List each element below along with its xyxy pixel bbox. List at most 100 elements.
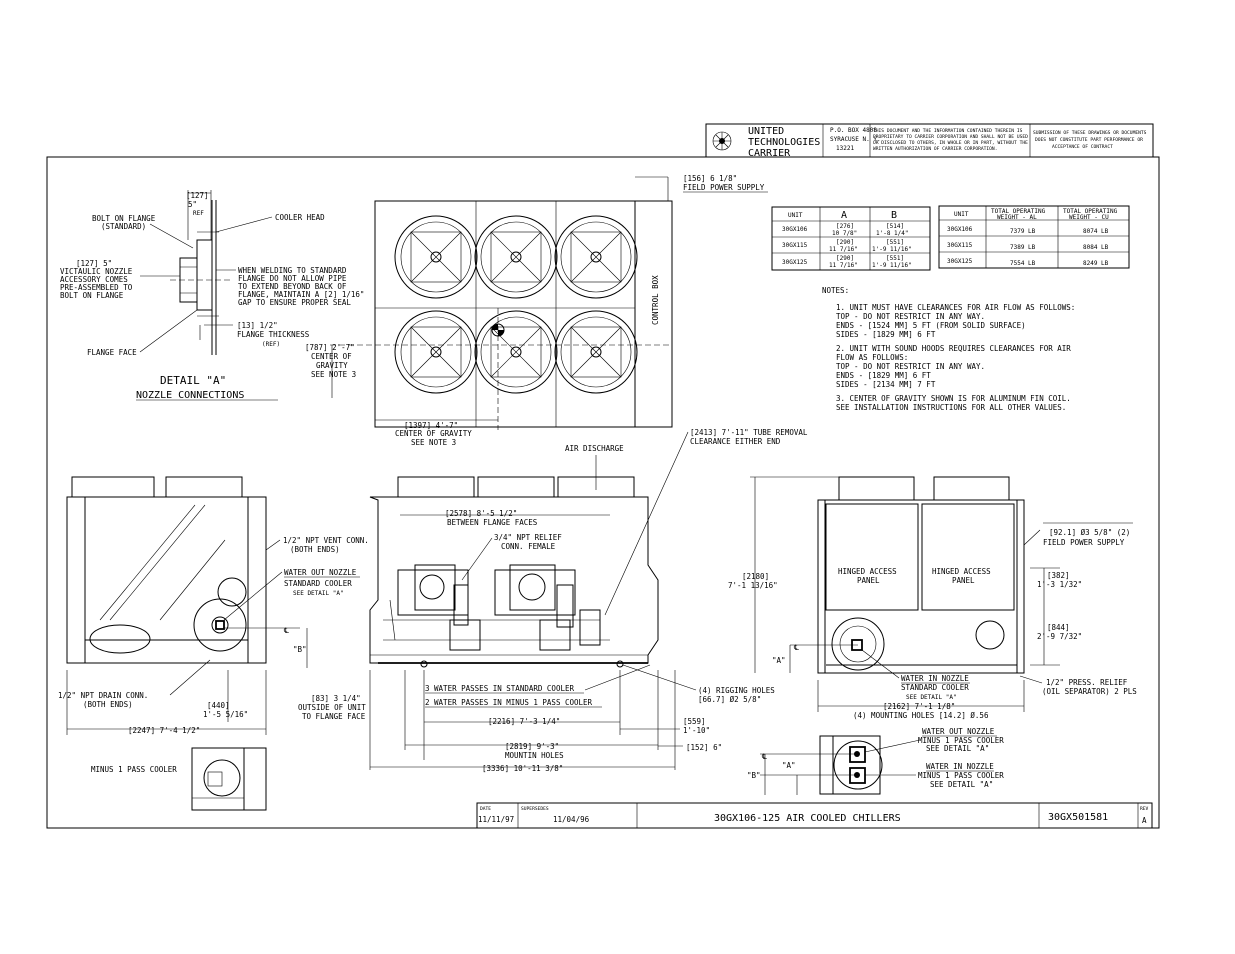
minus1-in-line-1: WATER IN NOZZLE (926, 762, 994, 771)
weight-row3-unit: 30GX125 (947, 258, 973, 265)
top-view: CONTROL BOX [156] 6 1/8" FIELD POWER SUP… (305, 174, 768, 447)
condenser-fan-6 (554, 310, 638, 394)
notes: NOTES: 1. UNIT MUST HAVE CLEARANCES FOR … (822, 286, 1075, 412)
notice-line-3: OR DISCLOSED TO OTHERS, IN WHOLE OR IN P… (873, 140, 1028, 146)
dims-row1-b-mm: [514] (886, 223, 904, 230)
note-line-6: FLOW AS FOLLOWS: (836, 353, 908, 362)
vent-conn-label: 1/2" NPT VENT CONN. (283, 536, 369, 545)
dims-row3-a-mm: [290] (836, 255, 854, 262)
bolt-flange-label: BOLT ON FLANGE (92, 214, 156, 223)
mountin-label: MOUNTIN HOLES (505, 751, 564, 760)
note-line-9: SIDES - [2134 MM] 7 FT (836, 380, 936, 389)
dims-header-unit: UNIT (788, 212, 803, 219)
two-pass-label: 2 WATER PASSES IN MINUS 1 PASS COOLER (425, 698, 593, 707)
compressor-1 (389, 564, 481, 651)
right-end-view: HINGED ACCESS PANEL HINGED ACCESS PANEL … (728, 476, 1137, 720)
outside-dim: [83] 3 1/4" (311, 694, 361, 703)
d844-in: 2'-9 7/32" (1037, 632, 1082, 641)
title-block: UNITED TECHNOLOGIES CARRIER P.O. BOX 480… (705, 123, 1154, 159)
compressor-2 (494, 564, 601, 651)
company-line-2: TECHNOLOGIES (748, 137, 820, 148)
welding-line-4: FLANGE, MAINTAIN A [2] 1/16" (238, 290, 364, 299)
top-field-power-label: FIELD POWER SUPPLY (683, 183, 765, 192)
top-field-power-dim: [156] 6 1/8" (683, 174, 737, 183)
notice-line-4: WRITTEN AUTHORIZATION OF CARRIER CORPORA… (873, 146, 997, 152)
note-line-3: ENDS - [1524 MM] 5 FT (FROM SOLID SURFAC… (836, 321, 1026, 330)
note-line-10: 3. CENTER OF GRAVITY SHOWN IS FOR ALUMIN… (836, 394, 1071, 403)
control-box-label: CONTROL BOX (651, 275, 660, 325)
vent-conn-ends: (BOTH ENDS) (290, 545, 340, 554)
flange-thk-label: FLANGE THICKNESS (237, 330, 310, 339)
note-line-4: SIDES - [1829 MM] 6 FT (836, 330, 936, 339)
minus1-out-line-3: SEE DETAIL "A" (926, 744, 989, 753)
weight-row1-al: 7379 LB (1010, 228, 1036, 235)
press-relief-sep: (OIL SEPARATOR) 2 PLS (1042, 687, 1137, 696)
drain-conn-label: 1/2" NPT DRAIN CONN. (58, 691, 148, 700)
three-pass-label: 3 WATER PASSES IN STANDARD COOLER (425, 684, 574, 693)
cg-side-line-2: CENTER OF (311, 352, 352, 361)
dims-row3-b-in: 1'-9 11/16" (872, 262, 912, 269)
cl-mark-right: ℄ (793, 643, 800, 652)
weight-row2-al: 7389 LB (1010, 244, 1036, 251)
rigging-holes-label: (4) RIGGING HOLES (698, 686, 775, 695)
d382-in: 1'-3 1/32" (1037, 580, 1082, 589)
water-in-label: WATER IN NOZZLE (901, 674, 969, 683)
detail-title: DETAIL "A" (160, 374, 226, 387)
drain-conn-ends: (BOTH ENDS) (83, 700, 133, 709)
cg-side-dim: [787] 2'-7" (305, 343, 355, 352)
footer-rev: A (1142, 816, 1147, 825)
d152-label: [152] 6" (686, 743, 722, 752)
victaulic-line-2: VICTAULIC NOZZLE (60, 267, 133, 276)
minus1-pass-view: ℄ "B" "A" WATER OUT NOZZLE MINUS 1 PASS … (747, 727, 1004, 795)
flange-face-label: FLANGE FACE (87, 348, 137, 357)
dims-row3-unit: 30GX125 (782, 259, 808, 266)
cg-bottom-line-3: SEE NOTE 3 (411, 438, 456, 447)
dims-row1-unit: 30GX106 (782, 226, 808, 233)
d844-mm: [844] (1047, 623, 1070, 632)
d2247-label: [2247] 7'-4 1/2" (128, 726, 200, 735)
condenser-fan-4 (394, 310, 478, 394)
condenser-fan-1 (394, 215, 478, 299)
welding-line-5: GAP TO ENSURE PROPER SEAL (238, 298, 351, 307)
press-relief-label: 1/2" PRESS. RELIEF (1046, 678, 1128, 687)
condenser-fan-3 (554, 215, 638, 299)
cg-bottom-dim: [1397] 4'-7" (404, 421, 458, 430)
weight-row1-unit: 30GX106 (947, 226, 973, 233)
footer-date: 11/11/97 (478, 815, 514, 824)
hinged-panel-1-line-1: HINGED ACCESS (838, 567, 897, 576)
cl-mark-minus1: ℄ (761, 752, 768, 761)
flange-thk-ref: (REF) (262, 341, 280, 348)
water-out-std: STANDARD COOLER (284, 579, 352, 588)
footer-date-label: DATE (480, 806, 491, 812)
address-line-3: 13221 (836, 145, 854, 152)
weight-header-cu-1: TOTAL OPERATING (1063, 208, 1118, 215)
hinged-panel-2-line-2: PANEL (952, 576, 975, 585)
notes-heading: NOTES: (822, 286, 849, 295)
footer-supersedes-label: SUPERSEDES (521, 806, 549, 812)
cg-bottom-line-2: CENTER OF GRAVITY (395, 429, 472, 438)
weight-row2-unit: 30GX115 (947, 242, 973, 249)
mountin-dim: [2819] 9'-3" (505, 742, 559, 751)
detail-dim-127: [127] (186, 191, 209, 200)
victaulic-line-4: PRE-ASSEMBLED TO (60, 283, 133, 292)
minus1-in-line-2: MINUS 1 PASS COOLER (918, 771, 1004, 780)
side-view: AIR DISCHARGE [2413] 7'-11" TUBE REMOVAL… (298, 428, 808, 773)
condenser-fan-5 (474, 310, 558, 394)
right-field-power-size: [92.1] Ø3 5/8" (2) (1049, 528, 1130, 537)
left-b-label: "B" (293, 645, 307, 654)
cg-side-line-3: GRAVITY (316, 361, 348, 370)
notice-line-1: THIS DOCUMENT AND THE INFORMATION CONTAI… (873, 128, 1023, 134)
footer-title: 30GX106-125 AIR COOLED CHILLERS (714, 813, 901, 824)
weight-header-cu-2: WEIGHT - CU (1069, 214, 1109, 221)
outside-line-2: OUTSIDE OF UNIT (298, 703, 366, 712)
dims-row2-a-in: 11 7/16" (829, 246, 858, 253)
submission-line-3: ACCEPTANCE OF CONTRACT (1052, 144, 1113, 150)
tube-removal-dim: [2413] 7'-11" TUBE REMOVAL (690, 428, 808, 437)
flange-faces-label: BETWEEN FLANGE FACES (447, 518, 538, 527)
d3336-label: [3336] 10'-11 3/8" (482, 764, 563, 773)
welding-line-3: TO EXTEND BEYOND BACK OF (238, 282, 347, 291)
water-in-std: STANDARD COOLER (901, 683, 969, 692)
minus1-in-line-3: SEE DETAIL "A" (930, 780, 993, 789)
dims-row1-a-mm: [276] (836, 223, 854, 230)
d559-mm: [559] (683, 717, 706, 726)
